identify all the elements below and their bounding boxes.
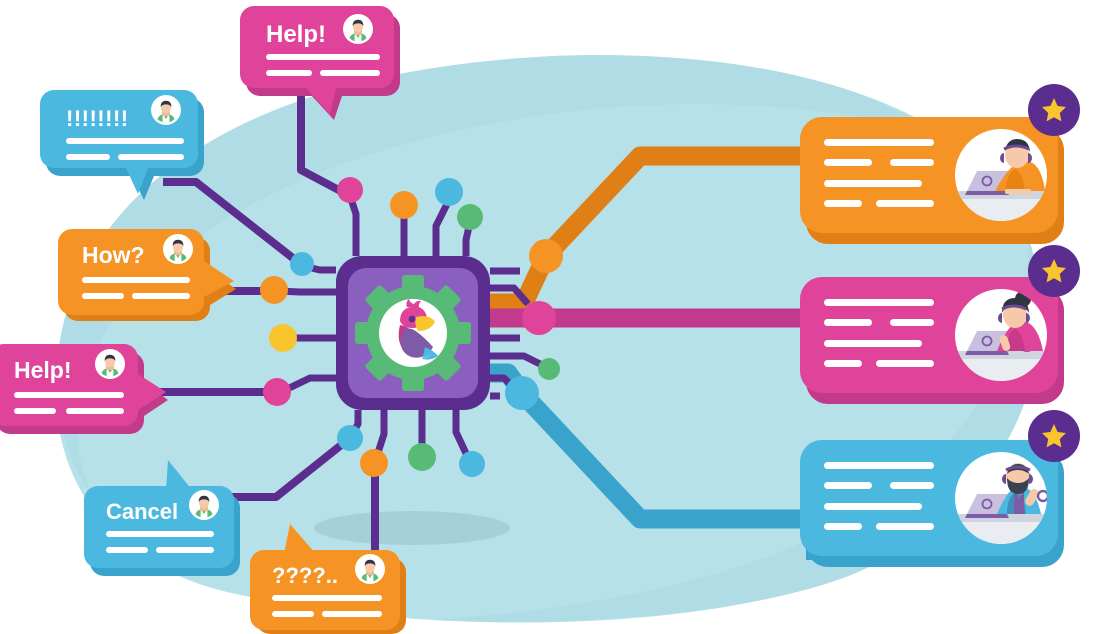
- bubble-help-top[interactable]: Help!: [240, 6, 400, 120]
- bubble-questions[interactable]: ????..: [250, 524, 406, 634]
- bubble-label: !!!!!!!!: [66, 106, 129, 131]
- processor-chip[interactable]: [336, 256, 490, 410]
- bubble-help-left[interactable]: Help!: [0, 344, 168, 434]
- bubble-label: ????..: [272, 563, 338, 588]
- agent-card-blue[interactable]: [800, 410, 1080, 567]
- bubble-label: Help!: [14, 357, 72, 383]
- node-out-pink: [522, 301, 556, 335]
- bubble-exclamations[interactable]: !!!!!!!!: [40, 90, 204, 200]
- bubble-how[interactable]: How?: [58, 229, 236, 321]
- card-text-lines: [824, 299, 934, 367]
- agent-card-pink[interactable]: [800, 245, 1080, 404]
- gear-icon: [355, 275, 471, 391]
- bubble-label: Help!: [266, 21, 326, 48]
- node-top-orange: [390, 191, 418, 219]
- node-bottom-orange: [360, 449, 388, 477]
- agent-avatar-bearded: [955, 452, 1047, 544]
- node-out-orange: [529, 239, 563, 273]
- chip-shadow: [314, 511, 510, 545]
- agent-card-orange[interactable]: [800, 84, 1080, 244]
- parrot-logo: [398, 299, 438, 362]
- card-text-lines: [824, 462, 934, 530]
- star-badge: [1028, 245, 1080, 297]
- star-badge: [1028, 410, 1080, 462]
- node-bottom-green: [408, 443, 436, 471]
- bubble-cancel[interactable]: Cancel: [84, 460, 240, 576]
- node-out-blue: [505, 376, 539, 410]
- circuit-nodes: [260, 177, 563, 477]
- node-bottom-blue: [337, 425, 363, 451]
- node-left-orange: [260, 276, 288, 304]
- node-top-green: [457, 204, 483, 230]
- node-right-green: [538, 358, 560, 380]
- node-top-blue: [435, 178, 463, 206]
- node-left-pink: [263, 378, 291, 406]
- node-left-yellow: [269, 324, 297, 352]
- bubble-label: How?: [82, 242, 145, 268]
- node-top-pink: [337, 177, 363, 203]
- agent-avatar-female-bun: [955, 289, 1047, 381]
- node-left-upper-blue: [290, 252, 314, 276]
- card-text-lines: [824, 139, 934, 207]
- agent-avatar-male-dark-hair: [955, 129, 1047, 221]
- bubble-label: Cancel: [106, 499, 178, 524]
- star-badge: [1028, 84, 1080, 136]
- node-bottom-right-blue: [459, 451, 485, 477]
